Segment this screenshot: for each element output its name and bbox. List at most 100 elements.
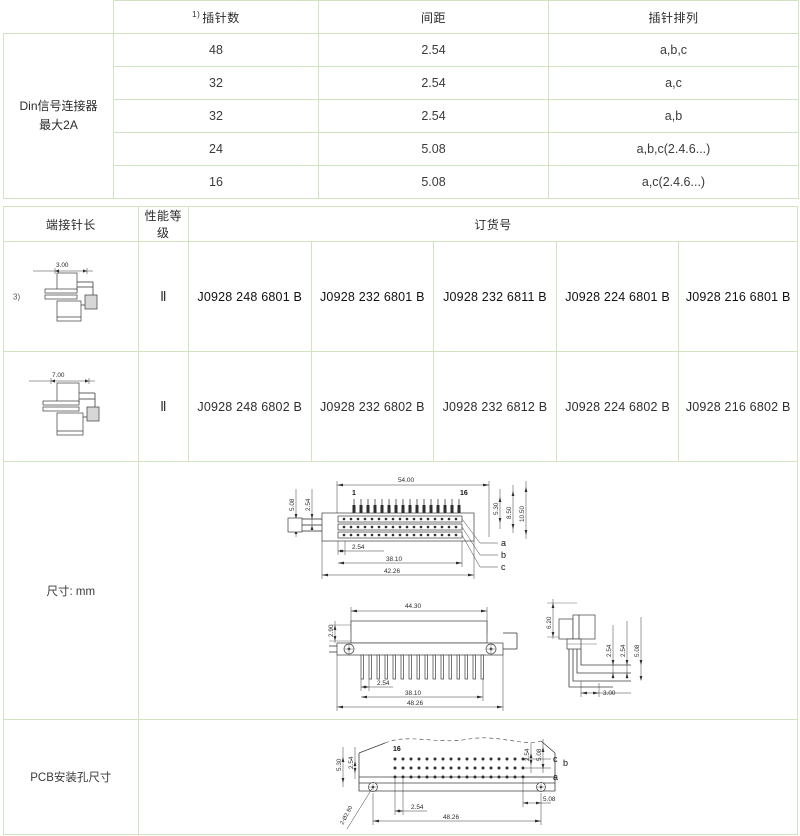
footnote-marker-1: 1) xyxy=(192,9,201,19)
spec-cell-arrangement: a,b xyxy=(548,99,799,133)
dim-530-pcb: 5.30 xyxy=(336,758,343,771)
spec-family-label: Din信号连接器 最大2A xyxy=(3,33,114,199)
order-number-cell: J0928 232 6802 B xyxy=(310,351,435,462)
dim-3810-front: 38.10 xyxy=(405,690,421,697)
table-row: PCB安装孔尺寸 xyxy=(3,719,799,835)
pcb-row-label-c: c xyxy=(553,754,558,764)
dim-254-bottom: 2.54 xyxy=(352,544,365,551)
dim-530: 5.30 xyxy=(493,502,500,515)
grade-cell: Ⅱ xyxy=(137,351,189,462)
spec-header-pin-count: 1)插针数 xyxy=(113,0,319,34)
order-number-cell: J0928 248 6802 B xyxy=(187,351,312,462)
dim-254-side-a: 2.54 xyxy=(606,644,613,657)
spec-cell-pin-count: 24 xyxy=(113,132,319,166)
dim-254-left: 2.54 xyxy=(305,498,312,511)
spec-corner-blank xyxy=(3,0,114,34)
spec-header-arrangement: 插针排列 xyxy=(548,0,799,34)
connector-top-view-drawing: 54.00 5.08 2.54 xyxy=(274,467,544,593)
dim-620: 6.20 xyxy=(546,616,553,629)
connector-front-view-drawing: 44.30 2.90 xyxy=(319,591,529,711)
dim-254-side-b: 2.54 xyxy=(620,644,627,657)
table-row: Din信号连接器 最大2A 48 2.54 a,b,c xyxy=(3,33,799,199)
order-number-cell: J0928 224 6802 B xyxy=(555,351,680,462)
connector-side-view-drawing: 6.20 xyxy=(543,587,688,701)
spec-header-pitch: 间距 xyxy=(318,0,549,34)
order-number-cell: J0928 232 6811 B xyxy=(433,241,557,352)
dim-254-pcb-left: 2.54 xyxy=(348,756,355,769)
order-header-row: 端接针长 性能等级 订货号 xyxy=(3,206,799,242)
pcb-drawing-cell: 5.30 2.54 16 xyxy=(137,719,799,835)
pcb-row-label-a: a xyxy=(553,772,558,782)
dim-850: 8.50 xyxy=(506,506,513,519)
order-number-cell: J0928 216 6801 B xyxy=(678,241,798,352)
pin-number-first: 1 xyxy=(352,490,356,497)
table-row: 16 5.08 a,c(2.4.6...) xyxy=(4,165,799,199)
order-header-grade: 性能等级 xyxy=(137,206,189,242)
order-number-cell: J0928 216 6802 B xyxy=(678,351,798,462)
table-row: 32 2.54 a,c xyxy=(4,66,799,100)
order-number-cell: J0928 248 6801 B xyxy=(187,241,312,352)
order-number-cell: J0928 224 6801 B xyxy=(555,241,680,352)
dim-290: 2.90 xyxy=(328,624,335,637)
dim-4430: 44.30 xyxy=(405,603,421,610)
table-row: 24 5.08 a,b,c(2.4.6...) xyxy=(4,132,799,166)
spec-cell-pitch: 2.54 xyxy=(318,99,549,133)
pcb-hole-pattern-drawing: 5.30 2.54 16 xyxy=(329,721,579,834)
table-row: 7.00 Ⅱ J0928 248 6802 B J xyxy=(3,351,798,462)
footnote-marker-3: 3) xyxy=(13,292,21,301)
pin-tail-drawing-7mm: 7.00 xyxy=(15,359,127,455)
dim-508-pcb-right: 5.08 xyxy=(536,748,543,761)
order-number-cell: J0928 232 6801 B xyxy=(310,241,435,352)
pcb-hole-callout: 2-Ø2.80 xyxy=(339,805,354,826)
dimension-drawings-cell: 54.00 5.08 2.54 xyxy=(137,461,799,720)
pcb-row-label-b: b xyxy=(563,758,568,768)
order-header-tail-length: 端接针长 xyxy=(3,206,139,242)
dimension-row-label: 尺寸: mm xyxy=(3,461,139,720)
order-header-order-number: 订货号 xyxy=(187,206,799,242)
tail-drawing-cell-3mm: 3) 3.00 xyxy=(3,241,139,352)
dim-54: 54.00 xyxy=(398,477,414,484)
dim-254-pcb-right: 2.54 xyxy=(524,748,531,761)
order-number-cell: J0928 232 6812 B xyxy=(433,351,557,462)
order-table: 端接针长 性能等级 订货号 3) 3.00 xyxy=(3,206,799,835)
spec-cell-pitch: 5.08 xyxy=(318,132,549,166)
spec-cell-pin-count: 32 xyxy=(113,99,319,133)
spec-cell-arrangement: a,c(2.4.6...) xyxy=(548,165,799,199)
pcb-row-label: PCB安装孔尺寸 xyxy=(3,719,139,835)
spec-header-pin-count-label: 插针数 xyxy=(202,10,240,25)
dim-3810: 38.10 xyxy=(386,556,402,563)
dim-508-side: 5.08 xyxy=(634,644,641,657)
spec-cell-pitch: 2.54 xyxy=(318,66,549,100)
spec-family-line1: Din信号连接器 xyxy=(19,99,98,113)
spec-cell-pitch: 5.08 xyxy=(318,165,549,199)
table-row: 32 2.54 a,b xyxy=(4,99,799,133)
spec-cell-arrangement: a,b,c xyxy=(548,33,799,67)
dimension-drawings-canvas: 54.00 5.08 2.54 xyxy=(139,463,797,719)
dim-4226: 42.26 xyxy=(384,568,400,575)
dim-4826-front: 48.26 xyxy=(407,700,423,707)
spec-cell-pitch: 2.54 xyxy=(318,33,549,67)
dim-1050: 10.50 xyxy=(519,505,526,521)
row-label-b: b xyxy=(501,550,506,560)
dim-508-left: 5.08 xyxy=(289,498,296,511)
spec-header-row: 1)插针数 间距 插针排列 xyxy=(3,0,799,34)
row-label-c: c xyxy=(501,562,506,572)
dim-254-front: 2.54 xyxy=(377,680,390,687)
dim-254-pcb-bottom: 2.54 xyxy=(411,804,424,811)
pin-number-last: 16 xyxy=(460,490,468,497)
spec-cell-pin-count: 48 xyxy=(113,33,319,67)
pin-tail-drawing-3mm: 3.00 xyxy=(15,249,127,345)
spec-family-line2: 最大2A xyxy=(39,118,78,132)
tail-dim-label-3mm: 3.00 xyxy=(56,262,69,269)
dim-508-pcb-bottom: 5.08 xyxy=(543,796,556,803)
spec-cell-arrangement: a,b,c(2.4.6...) xyxy=(548,132,799,166)
spec-cell-arrangement: a,c xyxy=(548,66,799,100)
row-label-a: a xyxy=(501,538,506,548)
table-row: 3) 3.00 xyxy=(3,241,798,352)
tail-drawing-cell-7mm: 7.00 xyxy=(3,351,139,462)
pcb-drawing-canvas: 5.30 2.54 16 xyxy=(139,721,797,834)
spec-cell-pin-count: 32 xyxy=(113,66,319,100)
grade-cell: Ⅱ xyxy=(137,241,189,352)
pcb-pin-number-last: 16 xyxy=(393,746,401,753)
dim-4826-pcb: 48.26 xyxy=(443,814,459,821)
